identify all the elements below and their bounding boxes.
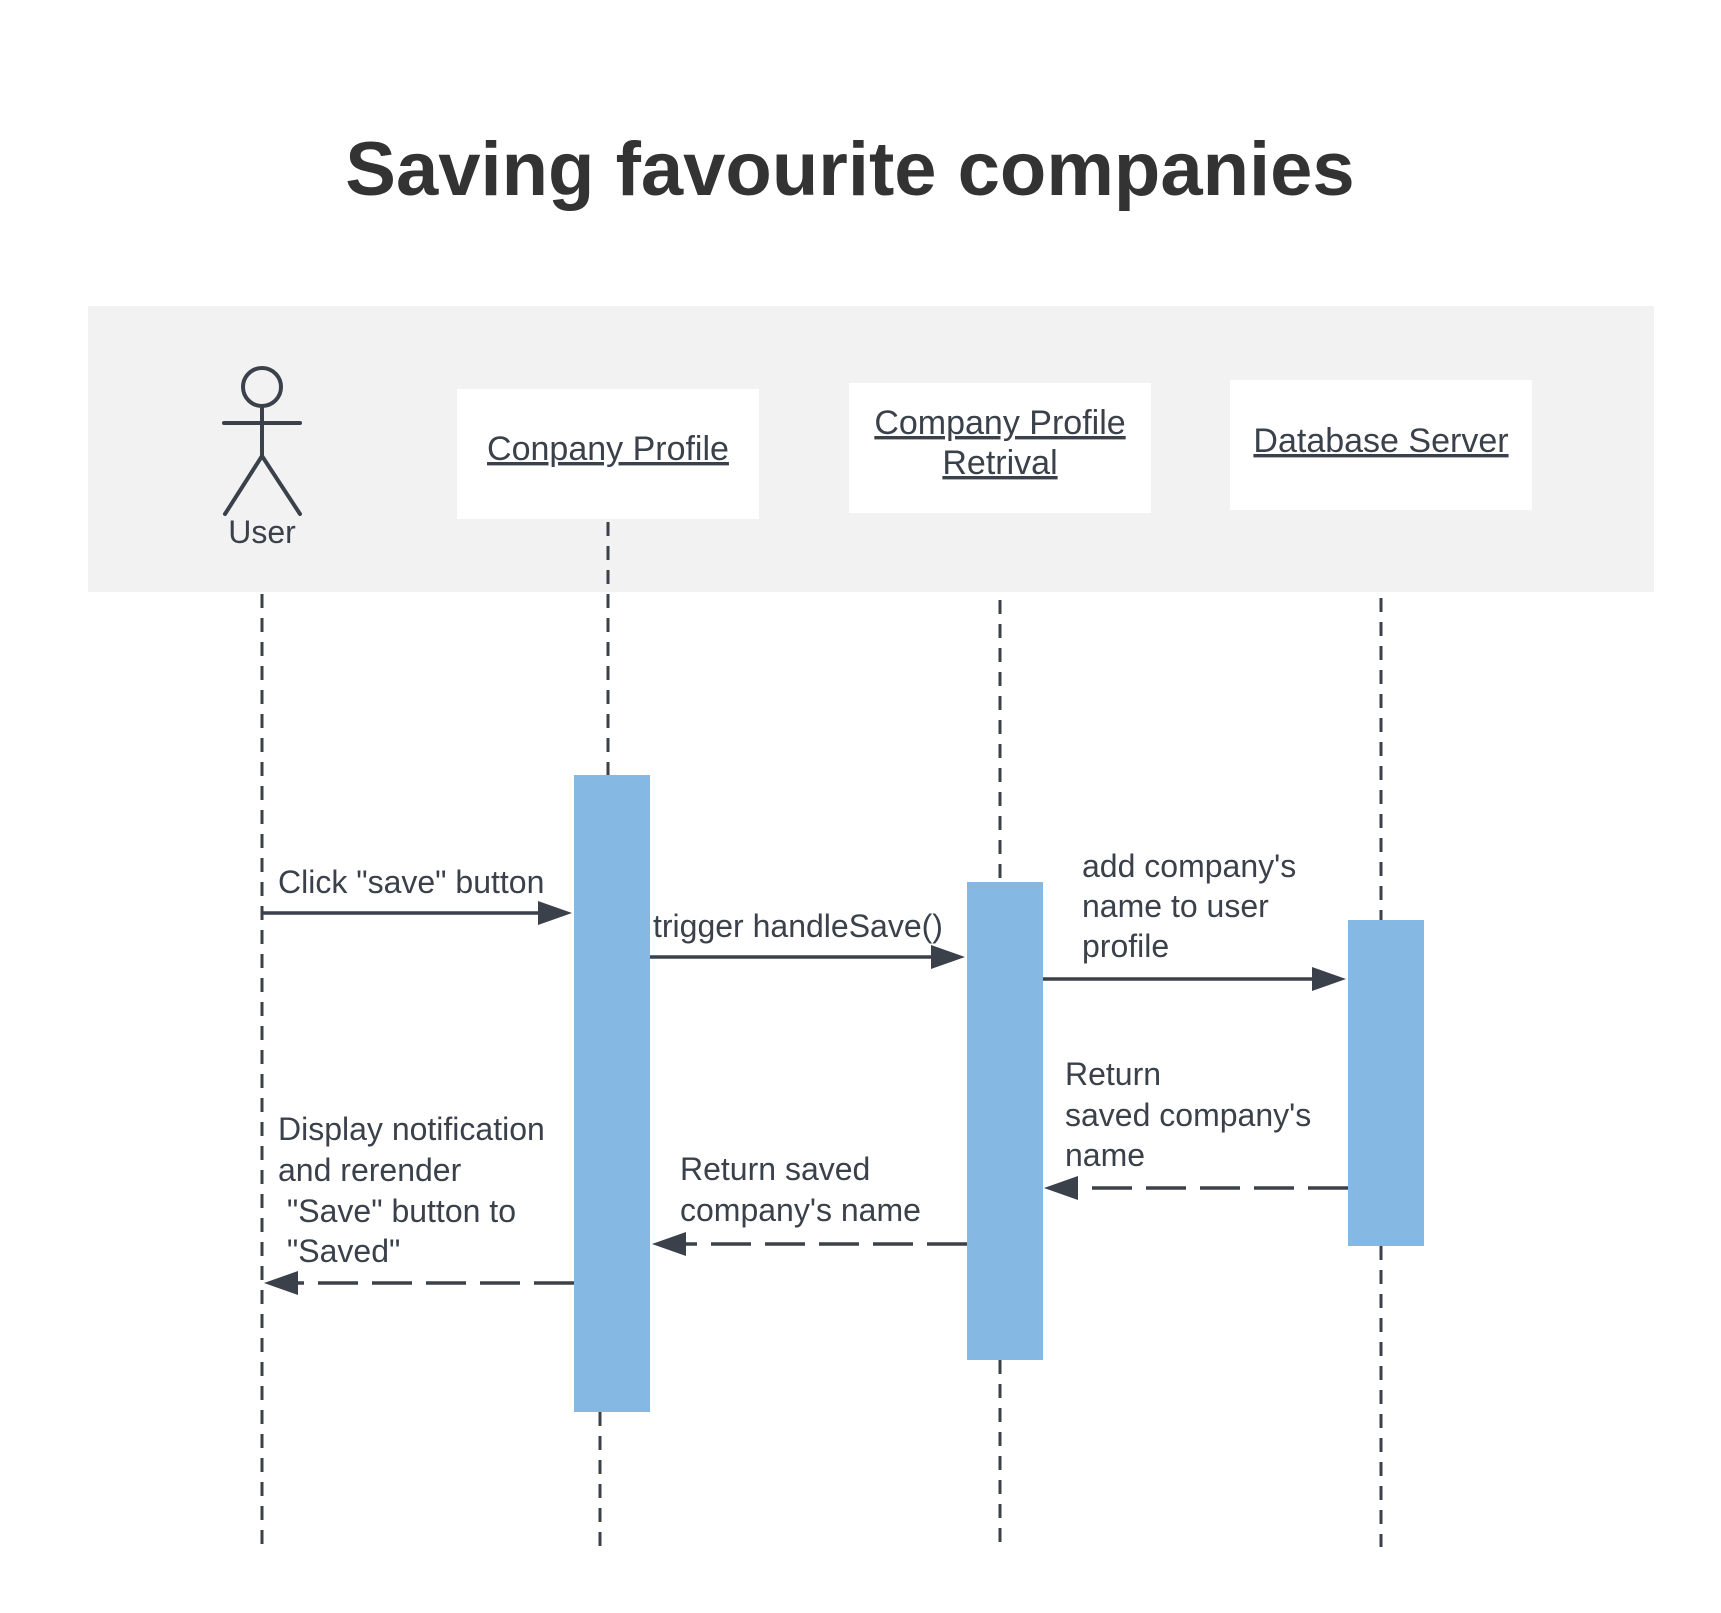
arrowhead-return-to-profile (652, 1232, 686, 1256)
message-label-return-to-profile-line1: Return saved (680, 1151, 870, 1187)
message-label-display-notification-line4: "Saved" (278, 1233, 400, 1269)
diagram-title: Saving favourite companies (345, 127, 1354, 212)
arrowhead-add-company (1312, 967, 1346, 991)
actor-label-user: User (228, 514, 296, 550)
participant-box-company-profile-retrival[interactable] (849, 383, 1151, 513)
message-label-return-from-db-line2: saved company's (1065, 1097, 1311, 1133)
arrowhead-return-from-db (1044, 1176, 1078, 1200)
message-label-return-from-db-line3: name (1065, 1137, 1145, 1173)
participant-box-company-profile[interactable] (457, 389, 759, 519)
participant-label-company-profile: Conpany Profile (487, 430, 729, 468)
message-label-return-to-profile-line2: company's name (680, 1192, 921, 1228)
message-label-display-notification-line3: "Save" button to (278, 1193, 516, 1229)
message-label-return-from-db-line1: Return (1065, 1056, 1161, 1092)
activation-bar-company-profile (574, 775, 650, 1412)
arrowhead-click-save (538, 901, 572, 925)
participant-label-company-profile-retrival-line1: Company Profile (874, 404, 1125, 442)
message-label-add-company-line3: profile (1082, 928, 1169, 964)
message-label-click-save: Click "save" button (278, 864, 544, 900)
stick-figure-actor-icon[interactable] (222, 366, 302, 516)
activation-bar-database-server (1348, 920, 1424, 1246)
participant-label-database-server: Database Server (1253, 422, 1508, 460)
arrowhead-trigger-handle-save (931, 945, 965, 969)
message-label-display-notification-line1: Display notification (278, 1111, 545, 1147)
message-label-add-company-line1: add company's (1082, 848, 1296, 884)
participant-label-company-profile-retrival-line2: Retrival (942, 444, 1057, 482)
message-label-add-company-line2: name to user (1082, 888, 1269, 924)
arrowhead-display-notification (264, 1271, 298, 1295)
message-label-trigger-handle-save: trigger handleSave() (653, 908, 943, 944)
participant-box-database-server[interactable] (1230, 380, 1532, 510)
message-label-display-notification-line2: and rerender (278, 1152, 462, 1188)
activation-bar-company-profile-retrival (967, 882, 1043, 1360)
